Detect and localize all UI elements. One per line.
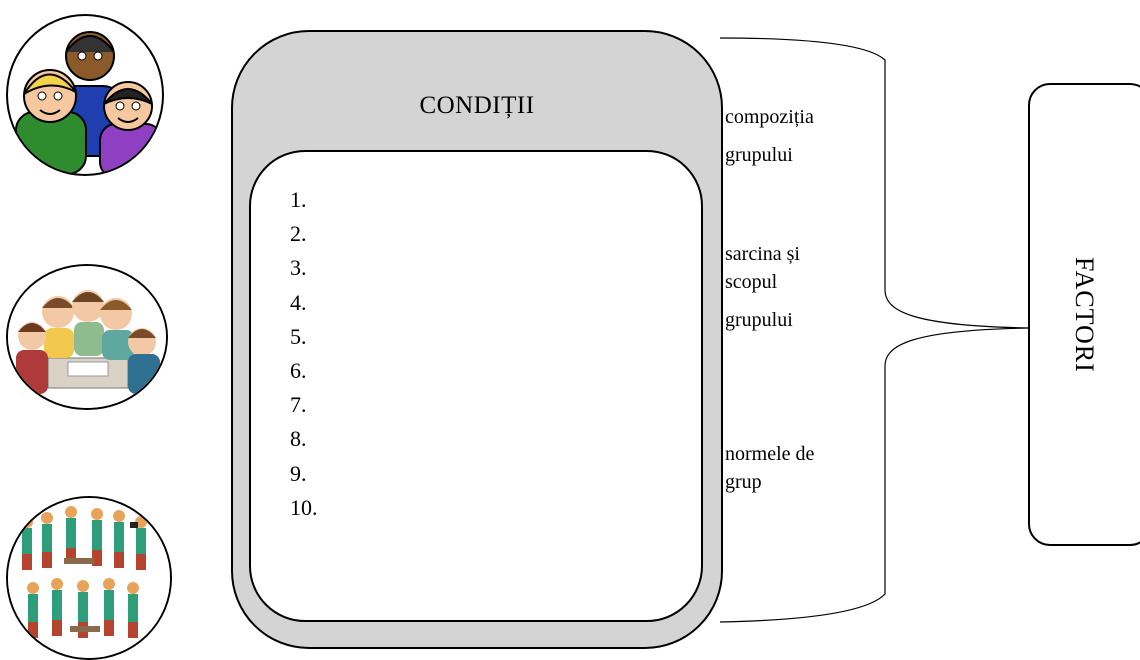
classroom-students-icon: [6, 496, 172, 660]
conditions-list: 1. 2. 3. 4. 5. 6. 7. 8. 9. 10.: [290, 183, 318, 525]
students-at-table-icon: [6, 264, 168, 410]
list-item: 4.: [290, 289, 307, 315]
conditions-title: CONDIȚII: [419, 92, 535, 119]
list-item: 3.: [290, 255, 307, 281]
list-item: 7.: [290, 392, 307, 418]
factor-task-and-goal: sarcina și scopul grupului: [725, 240, 800, 334]
factor-group-composition: compoziția grupului: [725, 103, 814, 169]
conditions-list-box: [249, 150, 703, 622]
factor-line: grupului: [725, 144, 793, 166]
list-item: 6.: [290, 358, 307, 384]
list-item: 10.: [290, 494, 318, 520]
factor-line: sarcina și: [725, 243, 800, 265]
factor-line: scopul: [725, 271, 778, 293]
factor-line: grupului: [725, 309, 793, 331]
factor-group-norms: normele de grup: [725, 440, 814, 496]
factor-line: grup: [725, 471, 762, 493]
list-item: 9.: [290, 460, 307, 486]
list-item: 2.: [290, 221, 307, 247]
group-of-people-icon: [6, 14, 164, 176]
factori-label-wrap: FACTORI: [1028, 83, 1140, 546]
factor-line: compoziția: [725, 106, 814, 128]
list-item: 8.: [290, 426, 307, 452]
factori-box: [1028, 83, 1140, 546]
list-item: 1.: [290, 187, 307, 212]
factor-line: normele de: [725, 443, 815, 465]
factori-label: FACTORI: [1070, 256, 1099, 373]
list-item: 5.: [290, 323, 307, 349]
